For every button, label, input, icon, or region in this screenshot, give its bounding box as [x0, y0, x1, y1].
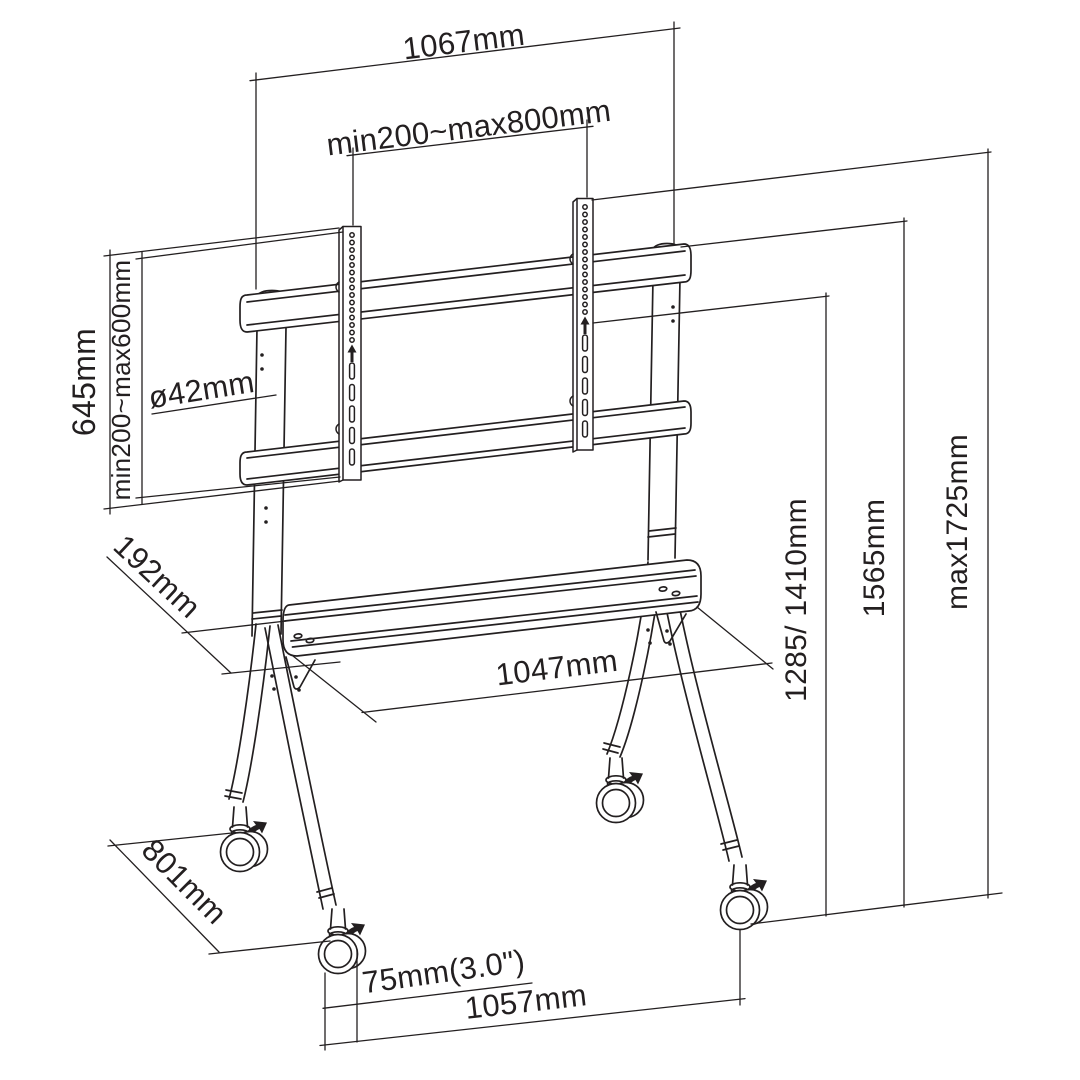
dim-base-depth — [107, 832, 331, 955]
floor-reference-line — [750, 892, 1003, 925]
up-arrow-icon — [347, 344, 357, 362]
dim-label-pole-diameter: ø42mm — [146, 364, 257, 415]
dim-label-max-height: max1725mm — [941, 434, 974, 610]
dim-shelf-depth — [106, 556, 341, 675]
dim-label-vesa-width: min200~max800mm — [325, 93, 613, 163]
left-gusset — [285, 656, 316, 690]
dim-shelf-width — [292, 606, 774, 723]
dim-column-height — [680, 217, 908, 908]
right-gusset — [655, 611, 687, 644]
up-arrow-icon — [580, 316, 590, 334]
dim-top-width — [249, 21, 681, 290]
dim-screen-center-height — [592, 292, 830, 917]
rear-left-caster — [219, 806, 269, 873]
left-vesa-bracket — [335, 225, 362, 483]
dim-vesa-width — [346, 119, 594, 226]
lower-crossbar — [239, 400, 692, 486]
front-left-leg — [264, 624, 337, 910]
rear-left-leg — [224, 623, 276, 803]
dim-label-screen-center-height: 1285/ 1410mm — [780, 498, 813, 702]
dim-label-vesa-height: min200~max600mm — [106, 260, 136, 501]
dim-base-width — [319, 929, 746, 1051]
rear-right-caster — [595, 757, 645, 824]
upper-crossbar — [239, 243, 692, 333]
dim-label-column-height: 1565mm — [858, 499, 891, 618]
dim-label-shelf-width: 1047mm — [494, 643, 620, 693]
shelf — [282, 559, 702, 657]
dim-max-height — [591, 148, 992, 899]
right-vesa-bracket — [569, 197, 594, 453]
dim-bracket-height — [103, 227, 341, 515]
dim-vesa-height — [135, 231, 344, 505]
dim-caster-diameter — [322, 949, 533, 1043]
dim-label-top-width: 1067mm — [401, 17, 527, 67]
dim-pole-diameter — [151, 394, 277, 415]
dim-label-bracket-height: 645mm — [66, 328, 102, 436]
dim-label-shelf-depth: 192mm — [107, 528, 208, 625]
front-right-caster — [719, 864, 769, 931]
